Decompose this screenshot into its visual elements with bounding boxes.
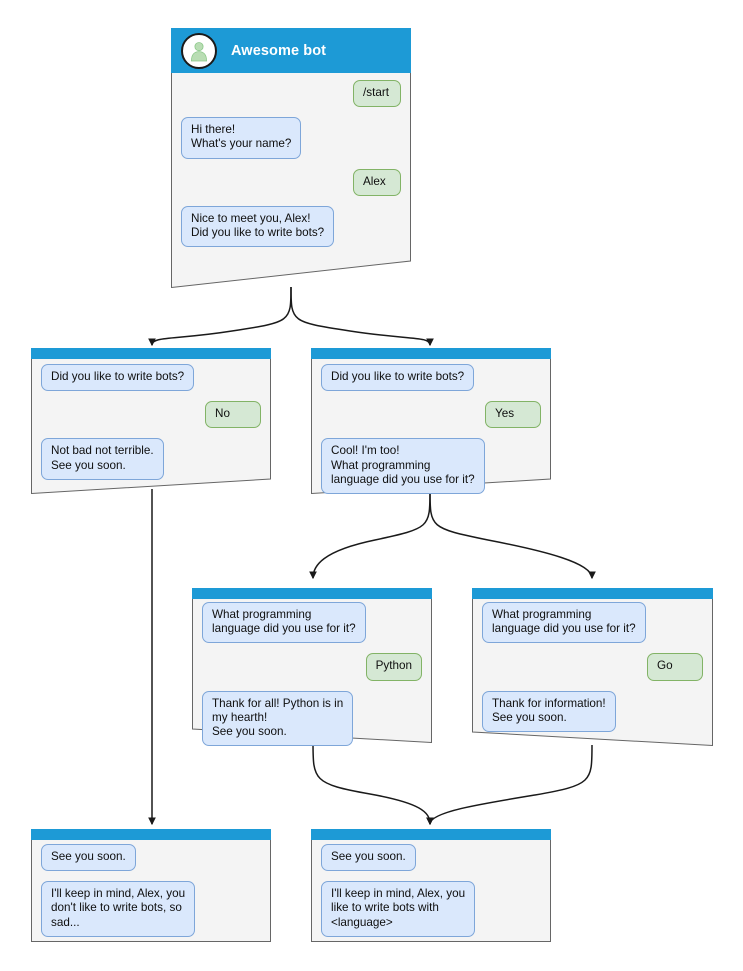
user-message-bubble: No (205, 401, 261, 429)
node-end-happy[interactable]: See you soon. I'll keep in mind, Alex, y… (311, 829, 551, 942)
message-row: Did you like to write bots? (41, 364, 261, 392)
message-row: See you soon. (321, 844, 541, 872)
message-row: I'll keep in mind, Alex, you like to wri… (321, 881, 541, 937)
user-message-bubble: /start (353, 80, 401, 108)
message-row: What programming language did you use fo… (202, 602, 422, 644)
user-message-bubble: Yes (485, 401, 541, 429)
bot-message-bubble: Nice to meet you, Alex! Did you like to … (181, 205, 335, 248)
message-row: Go (482, 653, 703, 681)
bot-message-bubble: Cool! I'm too! What programming language… (321, 438, 485, 495)
bot-message-bubble: I'll keep in mind, Alex, you don't like … (41, 881, 196, 937)
message-list-python-branch: What programming language did you use fo… (192, 602, 432, 756)
node-header-bar (31, 829, 271, 840)
message-row: Nice to meet you, Alex! Did you like to … (181, 205, 401, 248)
node-header-bar (472, 588, 713, 599)
bot-message-bubble: Not bad not terrible. See you soon. (41, 438, 164, 480)
bot-message-bubble: Hi there! What's your name? (181, 117, 302, 159)
bot-message-bubble: See you soon. (321, 844, 416, 872)
bot-message-bubble: Thank for information! See you soon. (482, 690, 616, 733)
bot-message-bubble: What programming language did you use fo… (482, 602, 646, 644)
node-header-bar (311, 829, 551, 840)
connector-root-to-yes (290, 286, 434, 347)
message-list-root: /start Hi there! What's your name? Alex … (171, 80, 411, 257)
node-yes-branch[interactable]: Did you like to write bots? Yes Cool! I'… (311, 348, 551, 495)
node-header-bar (311, 348, 551, 359)
message-row: I'll keep in mind, Alex, you don't like … (41, 881, 261, 937)
message-row: /start (181, 80, 401, 108)
message-list-end-happy: See you soon. I'll keep in mind, Alex, y… (311, 844, 551, 947)
message-list-yes-branch: Did you like to write bots? Yes Cool! I'… (311, 364, 551, 504)
message-list-go-branch: What programming language did you use fo… (472, 602, 713, 742)
chat-title: Awesome bot (231, 42, 327, 59)
person-avatar-icon (181, 32, 217, 69)
node-root[interactable]: Awesome bot /start Hi there! What's your… (171, 28, 411, 288)
message-list-end-sad: See you soon. I'll keep in mind, Alex, y… (31, 844, 271, 947)
node-no-branch[interactable]: Did you like to write bots? No Not bad n… (31, 348, 271, 494)
node-python-branch[interactable]: What programming language did you use fo… (192, 588, 432, 747)
user-message-bubble: Python (365, 653, 422, 681)
node-header-bar (31, 348, 271, 359)
chat-header-root: Awesome bot (171, 28, 411, 73)
user-message-bubble: Alex (353, 168, 401, 196)
node-end-sad[interactable]: See you soon. I'll keep in mind, Alex, y… (31, 829, 271, 942)
bot-message-bubble: Did you like to write bots? (41, 364, 195, 392)
node-go-branch[interactable]: What programming language did you use fo… (472, 588, 713, 746)
bot-message-bubble: I'll keep in mind, Alex, you like to wri… (321, 881, 476, 937)
bot-message-bubble: Thank for all! Python is in my hearth! S… (202, 690, 354, 747)
bot-message-bubble: Did you like to write bots? (321, 364, 475, 392)
message-row: No (41, 401, 261, 429)
connector-go-to-end-happy (426, 744, 593, 826)
message-row: Hi there! What's your name? (181, 117, 401, 159)
message-row: Did you like to write bots? (321, 364, 541, 392)
message-row: Alex (181, 168, 401, 196)
message-row: Yes (321, 401, 541, 429)
message-row: Thank for all! Python is in my hearth! S… (202, 690, 422, 747)
node-header-bar (192, 588, 432, 599)
message-list-no-branch: Did you like to write bots? No Not bad n… (31, 364, 271, 490)
message-row: Python (202, 653, 422, 681)
message-row: Not bad not terrible. See you soon. (41, 438, 261, 480)
message-row: Thank for information! See you soon. (482, 690, 703, 733)
message-row: What programming language did you use fo… (482, 602, 703, 644)
connector-root-to-no (148, 286, 292, 347)
bot-message-bubble: See you soon. (41, 844, 136, 872)
message-row: See you soon. (41, 844, 261, 872)
user-message-bubble: Go (647, 653, 703, 681)
message-row: Cool! I'm too! What programming language… (321, 438, 541, 495)
bot-message-bubble: What programming language did you use fo… (202, 602, 366, 644)
